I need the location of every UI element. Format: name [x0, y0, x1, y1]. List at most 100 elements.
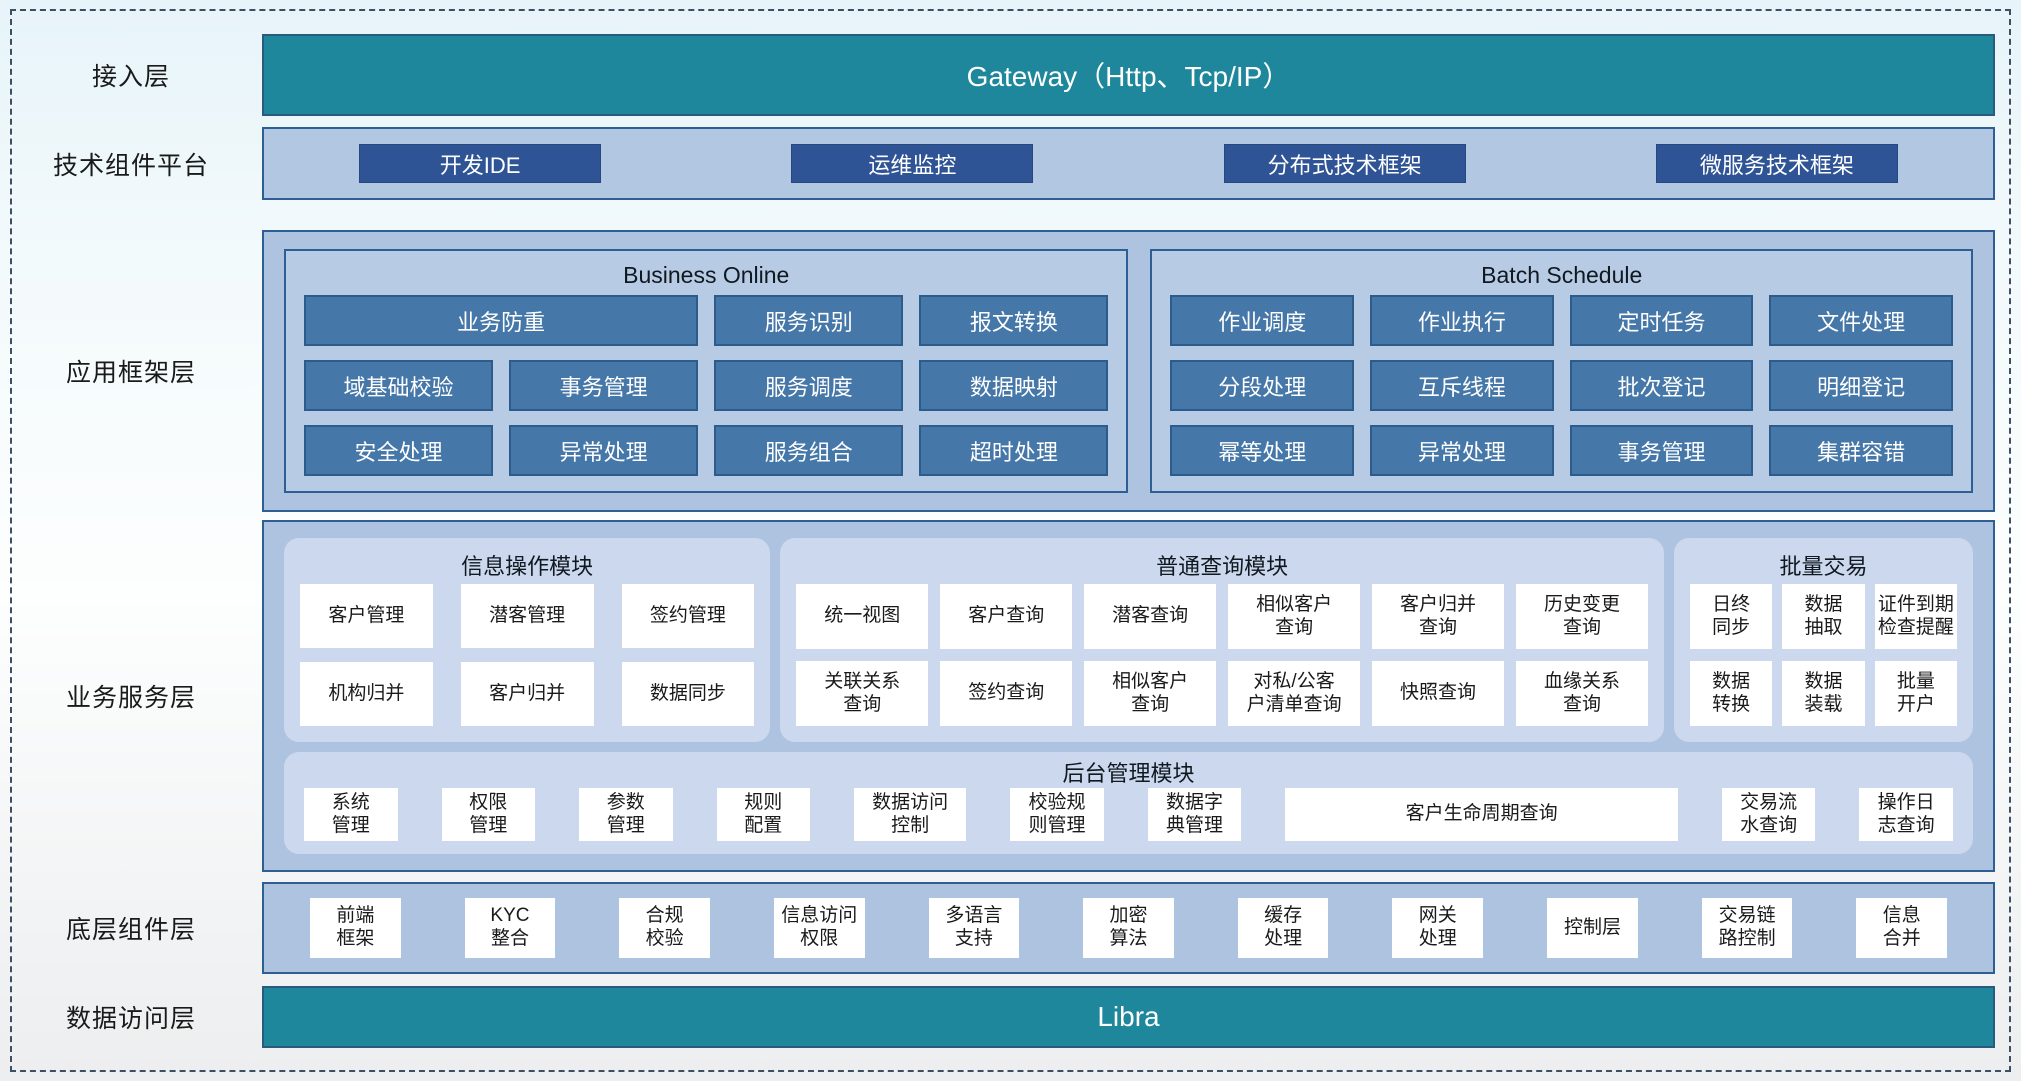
batch-schedule-cell: 幂等处理 — [1170, 425, 1355, 476]
batch-schedule-cell-label: 分段处理 — [1218, 374, 1307, 400]
admin-module-cell: 参数 管理 — [579, 788, 673, 841]
admin-module: 后台管理模块 系统 管理 权限 管理 参数 管理 规则 配置 数据访问 控制 — [284, 752, 1973, 854]
business-service-row: 业务服务层 信息操作模块 客户管理 潜客管理 签约管理 — [0, 520, 2021, 872]
common-query-cell: 相似客户 查询 — [1084, 661, 1217, 726]
batch-trade-cell: 数据 装载 — [1782, 661, 1865, 726]
info-operation-cell: 客户归并 — [460, 662, 594, 726]
tech-platform-row: 技术组件平台 开发IDE 运维监控 — [0, 127, 2021, 200]
batch-trade-cell: 数据 抽取 — [1782, 584, 1865, 649]
business-service-modules: 信息操作模块 客户管理 潜客管理 签约管理 机构归并 — [284, 538, 1973, 742]
info-operation-grid: 客户管理 潜客管理 签约管理 机构归并 客户归并 数据同步 — [300, 584, 755, 726]
admin-module-cell: 系统 管理 — [304, 788, 398, 841]
batch-schedule-cell: 批次登记 — [1569, 360, 1754, 411]
batch-schedule-cell-label: 异常处理 — [1417, 439, 1506, 465]
layer-label-base-components: 底层组件层 — [65, 916, 196, 944]
batch-trade-module: 批量交易 日终 同步 数据 抽取 证件到期 检查提醒 数据 转换 — [1673, 538, 1973, 742]
common-query-cell: 统一视图 — [796, 584, 929, 649]
admin-module-cell: 操作日 志查询 — [1859, 788, 1953, 841]
common-query-cell: 关联关系 查询 — [796, 661, 929, 726]
business-online-cell-label: 安全处理 — [354, 439, 443, 465]
business-online-cell: 安全处理 — [304, 425, 494, 476]
base-component-cell: 网关 处理 — [1392, 898, 1484, 958]
admin-module-row: 系统 管理 权限 管理 参数 管理 规则 配置 数据访问 控制 校验规 则管理 — [304, 788, 1953, 841]
admin-module-cell: 校验规 则管理 — [1010, 788, 1104, 841]
business-online-cell-label: 业务防重 — [457, 309, 546, 335]
batch-schedule-grid: 作业调度 作业执行 定时任务 文件处理 — [1170, 295, 1953, 476]
business-online-cell-label: 域基础校验 — [343, 374, 454, 400]
tech-platform-item-label: 分布式技术框架 — [1267, 152, 1422, 178]
common-query-cell: 历史变更 查询 — [1515, 584, 1648, 649]
admin-module-cell: 数据字 典管理 — [1147, 788, 1242, 841]
admin-module-cell: 客户生命周期查询 — [1285, 788, 1678, 841]
batch-schedule-cell-label: 文件处理 — [1817, 309, 1906, 335]
tech-platform-item: 运维监控 — [791, 144, 1034, 183]
batch-schedule-title: Batch Schedule — [1481, 261, 1643, 288]
batch-schedule-cell-label: 互斥线程 — [1417, 374, 1506, 400]
business-online-cell-label: 报文转换 — [969, 309, 1058, 335]
business-online-cell-label: 异常处理 — [559, 439, 648, 465]
gateway-bar-label: Gateway（Http、Tcp/IP） — [966, 61, 1291, 92]
batch-schedule-cell: 分段处理 — [1170, 360, 1355, 411]
batch-schedule-cell: 互斥线程 — [1370, 360, 1554, 411]
layer-label-app-framework: 应用框架层 — [65, 359, 196, 387]
batch-schedule-cell-label: 作业调度 — [1218, 309, 1307, 335]
base-component-cell: 交易链 路控制 — [1701, 898, 1793, 958]
app-framework-container: Business Online 业务防重 服务识别 — [262, 230, 1995, 512]
business-service-container: 信息操作模块 客户管理 潜客管理 签约管理 机构归并 — [262, 520, 1995, 872]
layer-label-access: 接入层 — [91, 63, 170, 91]
batch-schedule-cell: 文件处理 — [1769, 295, 1953, 346]
admin-module-cell: 数据访问 控制 — [854, 788, 967, 841]
batch-trade-cell: 数据 转换 — [1689, 661, 1773, 726]
batch-schedule-cell: 明细登记 — [1769, 360, 1953, 411]
batch-schedule-cell: 集群容错 — [1769, 425, 1953, 476]
batch-schedule-cell: 定时任务 — [1569, 295, 1754, 346]
batch-schedule-cell: 作业执行 — [1370, 295, 1554, 346]
business-online-grid: 业务防重 服务识别 报文转换 域基础校验 — [304, 295, 1109, 476]
layer-label-business-service: 业务服务层 — [65, 684, 196, 712]
tech-platform-item: 分布式技术框架 — [1223, 144, 1466, 183]
admin-module-cell: 权限 管理 — [441, 788, 535, 841]
tech-platform-item-label: 开发IDE — [439, 152, 521, 178]
common-query-cell: 血缘关系 查询 — [1515, 661, 1648, 726]
common-query-cell: 快照查询 — [1372, 661, 1504, 726]
tech-platform-item: 微服务技术框架 — [1655, 144, 1898, 183]
business-online-cell-label: 服务识别 — [764, 309, 853, 335]
access-layer-row: 接入层 Gateway（Http、Tcp/IP） — [0, 34, 2021, 116]
business-online-cell: 服务识别 — [714, 295, 904, 346]
layer-label-tech-platform: 技术组件平台 — [52, 151, 209, 180]
admin-module-cell: 规则 配置 — [716, 788, 810, 841]
business-online-cell: 域基础校验 — [304, 360, 494, 411]
base-component-cell: 缓存 处理 — [1237, 898, 1329, 958]
business-online-cell-label: 服务调度 — [764, 374, 853, 400]
business-online-cell: 异常处理 — [509, 425, 699, 476]
batch-schedule-cell-label: 幂等处理 — [1218, 439, 1307, 465]
base-components-row: 底层组件层 前端 框架 KYC 整合 合规 校验 信息访问 权限 多语言 支持 … — [0, 882, 2021, 974]
batch-schedule-cell: 事务管理 — [1569, 425, 1754, 476]
info-operation-cell: 机构归并 — [300, 662, 433, 726]
info-operation-title: 信息操作模块 — [461, 554, 594, 579]
business-online-cell: 业务防重 — [304, 295, 699, 346]
base-components-container: 前端 框架 KYC 整合 合规 校验 信息访问 权限 多语言 支持 加密 算法 … — [262, 882, 1995, 974]
business-online-cell-label: 数据映射 — [969, 374, 1058, 400]
data-access-row: 数据访问层 Libra — [0, 986, 2021, 1048]
batch-trade-cell: 批量 开户 — [1874, 661, 1957, 726]
batch-trade-cell: 证件到期 检查提醒 — [1874, 584, 1957, 649]
admin-module-cell: 交易流 水查询 — [1721, 788, 1816, 841]
batch-schedule-panel: Batch Schedule 作业调度 作业执行 — [1150, 249, 1973, 493]
batch-schedule-cell-label: 集群容错 — [1817, 439, 1906, 465]
common-query-title: 普通查询模块 — [1156, 554, 1289, 579]
business-online-cell: 超时处理 — [919, 425, 1109, 476]
common-query-cell: 对私/公客 户清单查询 — [1228, 661, 1361, 726]
base-component-cell: 加密 算法 — [1083, 898, 1174, 958]
libra-bar-label: Libra — [1097, 1001, 1160, 1032]
batch-trade-grid: 日终 同步 数据 抽取 证件到期 检查提醒 数据 转换 数据 装载 批量 开户 — [1689, 584, 1957, 726]
batch-schedule-cell-label: 事务管理 — [1617, 439, 1706, 465]
tech-platform-bar: 开发IDE 运维监控 分布式技术框架 — [262, 127, 1995, 200]
batch-trade-cell: 日终 同步 — [1689, 584, 1773, 649]
admin-module-title: 后台管理模块 — [1062, 761, 1195, 786]
business-online-cell-label: 事务管理 — [559, 374, 648, 400]
business-online-cell: 服务调度 — [714, 360, 904, 411]
business-online-cell: 服务组合 — [714, 425, 904, 476]
common-query-cell: 潜客查询 — [1084, 584, 1217, 649]
info-operation-module: 信息操作模块 客户管理 潜客管理 签约管理 机构归并 — [284, 538, 771, 742]
